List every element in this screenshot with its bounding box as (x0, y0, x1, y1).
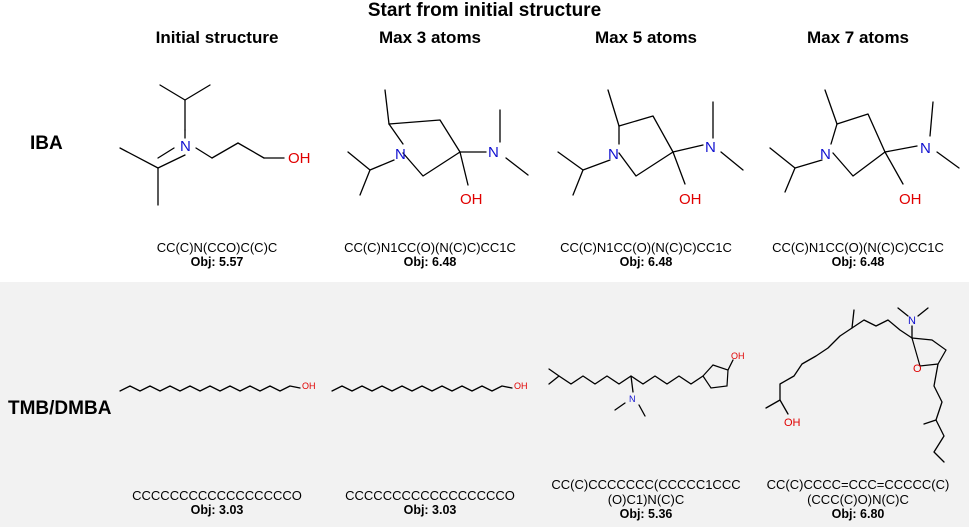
atom-o: O (913, 363, 922, 375)
atom-n: N (820, 146, 831, 163)
molecule-tmb-max5: N OH (548, 351, 745, 417)
molecule-tmb-initial: OH (119, 381, 316, 392)
smiles-text: (CCC(C)O)N(C)C (807, 492, 909, 507)
smiles-text: CCCCCCCCCCCCCCCCCO (345, 488, 515, 503)
column-header-initial: Initial structure (155, 28, 279, 47)
column-header-max3: Max 3 atoms (378, 28, 482, 47)
atom-n: N (705, 139, 716, 156)
atom-n: N (395, 146, 406, 163)
objective-value: Obj: 5.36 (619, 507, 673, 521)
column-header-max5: Max 5 atoms (594, 28, 698, 47)
smiles-tmb-initial: CCCCCCCCCCCCCCCCCO Obj: 3.03 (102, 488, 332, 518)
molecule-iba-max7: N N OH (769, 89, 960, 208)
atom-n: N (608, 146, 619, 163)
smiles-iba-max5: CC(C)N1CC(O)(N(C)C)CC1C Obj: 6.48 (531, 240, 761, 270)
figure-title: Start from initial structure (367, 0, 602, 21)
atom-n: N (629, 394, 636, 404)
smiles-tmb-max3: CCCCCCCCCCCCCCCCCO Obj: 3.03 (315, 488, 545, 518)
smiles-text: CC(C)N1CC(O)(N(C)C)CC1C (344, 240, 516, 255)
smiles-text: CC(C)N1CC(O)(N(C)C)CC1C (560, 240, 732, 255)
molecule-tmb-max7: N O OH (765, 307, 947, 463)
smiles-tmb-max7: CC(C)CCCC=CCC=CCCCC(C) (CCC(C)O)N(C)C Ob… (743, 477, 969, 522)
objective-value: Obj: 3.03 (190, 503, 244, 517)
objective-value: Obj: 6.48 (403, 255, 457, 269)
atom-oh: OH (288, 150, 311, 167)
atom-oh: OH (460, 191, 483, 208)
molecule-iba-initial: N OH (119, 84, 311, 206)
atom-n: N (180, 138, 191, 155)
atom-oh: OH (899, 191, 922, 208)
objective-value: Obj: 6.48 (831, 255, 885, 269)
atom-n: N (920, 140, 931, 157)
smiles-text: CC(C)N(CCO)C(C)C (156, 240, 278, 255)
smiles-text: CCCCCCCCCCCCCCCCCO (132, 488, 302, 503)
atom-n: N (488, 144, 499, 161)
molecule-iba-max5: N N OH (557, 89, 744, 208)
smiles-tmb-max5: CC(C)CCCCCCC(CCCCC1CCC (O)C1)N(C)C Obj: … (531, 477, 761, 522)
smiles-text: CC(C)N1CC(O)(N(C)C)CC1C (772, 240, 944, 255)
atom-oh: OH (679, 191, 702, 208)
smiles-iba-max3: CC(C)N1CC(O)(N(C)C)CC1C Obj: 6.48 (315, 240, 545, 270)
atom-oh: OH (784, 417, 801, 429)
smiles-text: CC(C)CCCCCCC(CCCCC1CCC (551, 477, 741, 492)
molecule-iba-max3: N N OH (347, 89, 529, 208)
smiles-iba-max7: CC(C)N1CC(O)(N(C)C)CC1C Obj: 6.48 (743, 240, 969, 270)
atom-oh: OH (731, 351, 745, 361)
column-header-max7: Max 7 atoms (806, 28, 910, 47)
row-label-tmb-dmba: TMB/DMBA (8, 398, 112, 419)
objective-value: Obj: 3.03 (403, 503, 457, 517)
smiles-text: CC(C)CCCC=CCC=CCCCC(C) (766, 477, 950, 492)
objective-value: Obj: 5.57 (190, 255, 244, 269)
row-band-tmb-dmba (0, 282, 969, 527)
objective-value: Obj: 6.48 (619, 255, 673, 269)
objective-value: Obj: 6.80 (831, 507, 885, 521)
smiles-iba-initial: CC(C)N(CCO)C(C)C Obj: 5.57 (102, 240, 332, 270)
row-label-iba: IBA (30, 133, 63, 154)
atom-oh: OH (514, 381, 528, 391)
smiles-text: (O)C1)N(C)C (607, 492, 685, 507)
molecule-tmb-max3: OH (331, 381, 528, 392)
atom-n: N (908, 315, 916, 327)
atom-oh: OH (302, 381, 316, 391)
